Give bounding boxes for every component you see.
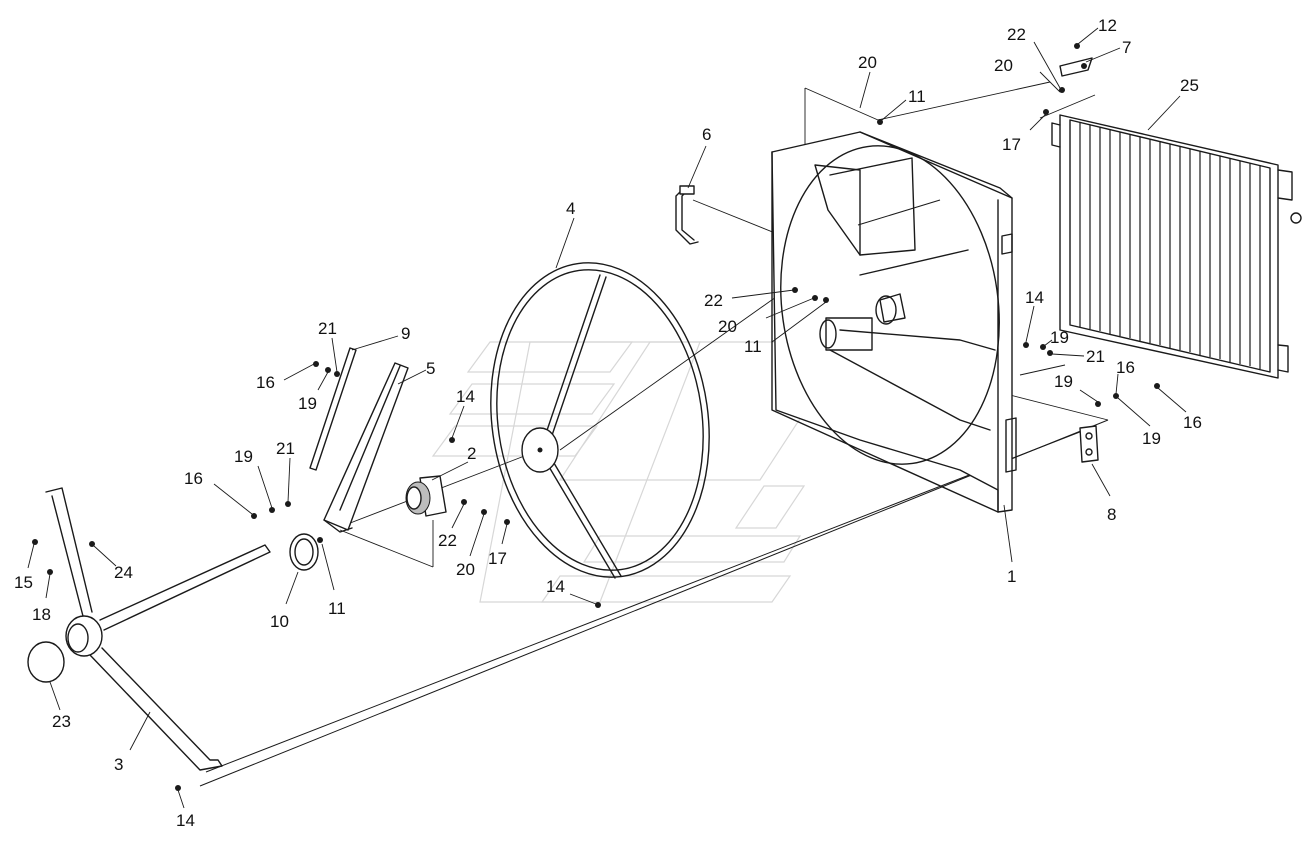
callout-label: 11 bbox=[908, 87, 926, 106]
callouts: 1 2 3 4 5 6 7 8 9 10 11 11 11 bbox=[14, 16, 1202, 830]
fan-shroud bbox=[771, 131, 1017, 513]
callout-label: 22 bbox=[438, 531, 457, 550]
callout-label: 6 bbox=[702, 125, 711, 144]
callout-label: 1 bbox=[1007, 567, 1016, 586]
callout-label: 22 bbox=[1007, 25, 1026, 44]
callout-label: 21 bbox=[276, 439, 295, 458]
callout-label: 2 bbox=[467, 444, 476, 463]
callout-label: 11 bbox=[744, 337, 762, 356]
tie-rods bbox=[199, 81, 1109, 787]
callout-label: 14 bbox=[176, 811, 195, 830]
callout-label: 14 bbox=[546, 577, 565, 596]
callout-label: 24 bbox=[114, 563, 133, 582]
callout-label: 20 bbox=[718, 317, 737, 336]
bracket-7 bbox=[1059, 57, 1093, 77]
callout-label: 15 bbox=[14, 573, 33, 592]
callout-label: 19 bbox=[1050, 328, 1069, 347]
callout-label: 14 bbox=[1025, 288, 1044, 307]
callout-label: 4 bbox=[566, 199, 575, 218]
callout-label: 9 bbox=[401, 324, 410, 343]
callout-label: 20 bbox=[994, 56, 1013, 75]
callout-label: 20 bbox=[858, 53, 877, 72]
radiator-core bbox=[1051, 114, 1302, 379]
callout-label: 11 bbox=[328, 599, 346, 618]
callout-label: 22 bbox=[704, 291, 723, 310]
callout-label: 19 bbox=[298, 394, 317, 413]
callout-label: 10 bbox=[270, 612, 289, 631]
callout-label: 5 bbox=[426, 359, 435, 378]
fan-ring bbox=[490, 262, 710, 579]
channel-support bbox=[323, 362, 409, 533]
fasteners bbox=[32, 43, 1160, 791]
callout-label: 19 bbox=[1054, 372, 1073, 391]
callout-label: 21 bbox=[318, 319, 337, 338]
callout-label: 23 bbox=[52, 712, 71, 731]
ring-10 bbox=[289, 533, 319, 571]
callout-label: 16 bbox=[1116, 358, 1135, 377]
callout-label: 12 bbox=[1098, 16, 1117, 35]
callout-label: 16 bbox=[1183, 413, 1202, 432]
callout-label: 3 bbox=[114, 755, 123, 774]
strip-9 bbox=[309, 347, 357, 471]
callout-label: 17 bbox=[1002, 135, 1021, 154]
callout-label: 7 bbox=[1122, 38, 1131, 57]
callout-label: 16 bbox=[256, 373, 275, 392]
yoke-assembly bbox=[45, 487, 271, 771]
callout-label: 19 bbox=[1142, 429, 1161, 448]
clamp-plate bbox=[1079, 425, 1099, 463]
callout-label: 18 bbox=[32, 605, 51, 624]
handle-bracket bbox=[675, 185, 699, 245]
motor-adapter bbox=[405, 475, 447, 517]
callout-label: 17 bbox=[488, 549, 507, 568]
callout-label: 8 bbox=[1107, 505, 1116, 524]
snap-ring bbox=[27, 641, 65, 683]
callout-label: 19 bbox=[234, 447, 253, 466]
callout-label: 25 bbox=[1180, 76, 1199, 95]
callout-label: 14 bbox=[456, 387, 475, 406]
callout-label: 16 bbox=[184, 469, 203, 488]
callout-label: 21 bbox=[1086, 347, 1105, 366]
callout-label: 20 bbox=[456, 560, 475, 579]
